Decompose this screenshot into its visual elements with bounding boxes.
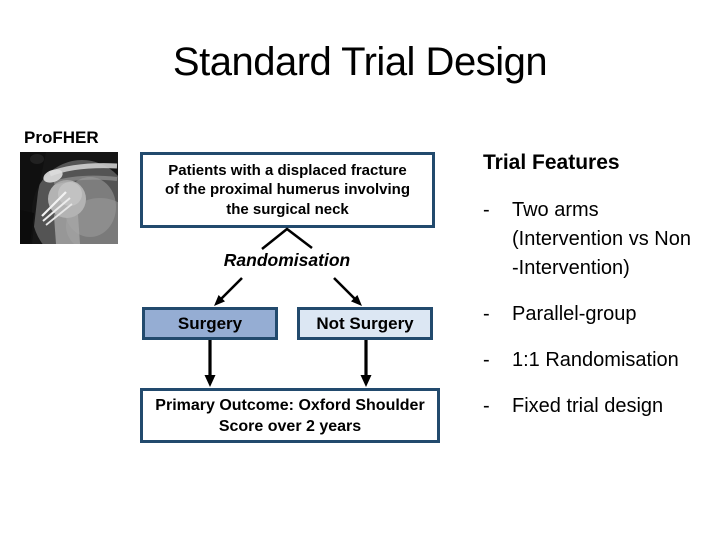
feature-item: - Parallel-group — [483, 300, 717, 329]
arrowhead-not-surgery-to-outcome — [360, 375, 372, 387]
dash-bullet: - — [483, 349, 490, 371]
randomisation-label: Randomisation — [223, 250, 351, 270]
dash-bullet: - — [483, 199, 490, 221]
feature-item: - 1:1 Randomisation — [483, 346, 717, 375]
not-surgery-box: Not Surgery — [297, 307, 433, 340]
feature-text: Parallel-group — [512, 303, 637, 325]
arrowhead-to-not-surgery — [351, 295, 362, 306]
feature-text: 1:1 Randomisation — [512, 349, 679, 371]
feature-item: - Fixed trial design — [483, 392, 717, 421]
feature-text: Two arms (Intervention vs Non -Intervent… — [512, 199, 691, 279]
slide-title: Standard Trial Design — [172, 40, 548, 84]
dash-bullet: - — [483, 395, 490, 417]
arrowhead-to-surgery — [214, 295, 225, 306]
arrowhead-surgery-to-outcome — [204, 375, 216, 387]
population-box: Patients with a displaced fracture of th… — [140, 152, 435, 228]
trial-features-heading: Trial Features — [483, 151, 620, 174]
shoulder-xray-image — [20, 152, 118, 244]
outcome-box: Primary Outcome: Oxford Shoulder Score o… — [140, 388, 440, 443]
profher-label: ProFHER — [24, 128, 99, 147]
caret-connector — [261, 227, 313, 250]
trial-features-panel: Trial Features - Two arms (Intervention … — [483, 150, 717, 438]
dash-bullet: - — [483, 303, 490, 325]
arrow-to-surgery — [219, 277, 243, 301]
feature-item: - Two arms (Intervention vs Non -Interve… — [483, 196, 717, 283]
surgery-box: Surgery — [142, 307, 278, 340]
feature-text: Fixed trial design — [512, 395, 664, 417]
arrow-to-not-surgery — [333, 277, 357, 301]
